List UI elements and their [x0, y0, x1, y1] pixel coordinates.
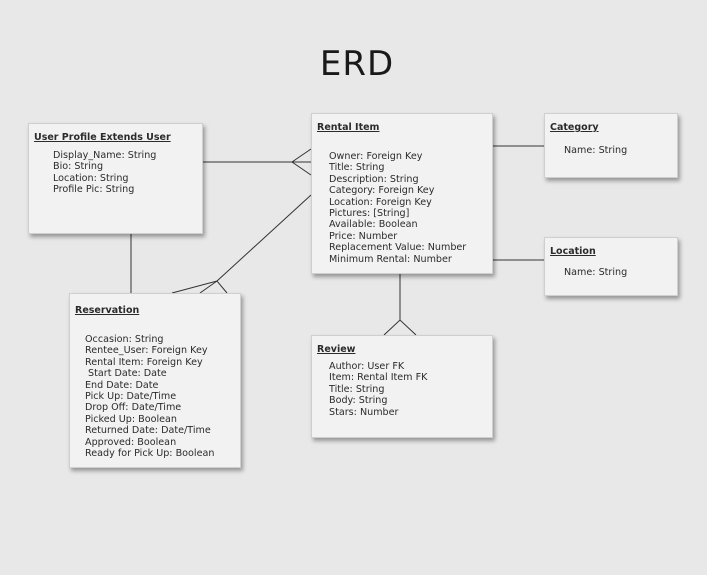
field: Location: String — [53, 172, 129, 184]
field: Bio: String — [53, 161, 104, 173]
entity-category[interactable]: Category Name: String — [544, 113, 678, 178]
entity-user-profile[interactable]: User Profile Extends User Display_Name: … — [28, 123, 203, 234]
entity-name: Category — [550, 122, 599, 133]
entity-name: User Profile Extends User — [34, 132, 171, 143]
field: Available: Boolean — [329, 219, 418, 231]
field: Display_Name: String — [53, 150, 157, 161]
diagram-title: ERD — [319, 44, 395, 84]
field: Title: String — [329, 162, 385, 174]
field-list: Display_Name: String Bio: String Locatio… — [53, 150, 156, 196]
field: Description: String — [329, 173, 419, 185]
field: Item: Rental Item FK — [329, 372, 428, 384]
field-list: Author: User FK Item: Rental Item FK Tit… — [329, 361, 427, 418]
field: Pictures: [String] — [329, 208, 410, 220]
field: Stars: Number — [329, 406, 399, 418]
field-list: Name: String — [564, 145, 627, 156]
field: Approved: Boolean — [85, 436, 177, 448]
field: Returned Date: Date/Time — [85, 425, 211, 437]
entity-name: Rental Item — [317, 122, 380, 133]
field: Occasion: String — [85, 334, 164, 345]
rel-rentalitem-reservation — [216, 194, 312, 282]
field: Name: String — [564, 145, 628, 156]
entity-name: Review — [317, 344, 356, 355]
field: Minimum Rental: Number — [329, 253, 452, 265]
field: Start Date: Date — [85, 368, 167, 380]
entity-name: Reservation — [75, 305, 140, 316]
field: Author: User FK — [329, 361, 405, 372]
field: Rental Item: Foreign Key — [85, 356, 203, 368]
crowfoot-rentalitem-owner — [291, 148, 312, 176]
crowfoot-reservation — [199, 280, 228, 294]
field: Category: Foreign Key — [329, 185, 435, 197]
field: Title: String — [329, 383, 385, 395]
entity-review[interactable]: Review Author: User FK Item: Rental Item… — [311, 335, 493, 438]
field: Owner: Foreign Key — [329, 151, 423, 162]
field: Location: Foreign Key — [329, 196, 432, 208]
entity-rental-item[interactable]: Rental Item Owner: Foreign Key Title: St… — [311, 113, 493, 274]
entity-location[interactable]: Location Name: String — [544, 237, 678, 296]
field: Name: String — [564, 267, 628, 278]
field: Body: String — [329, 395, 388, 407]
field: Replacement Value: Number — [329, 242, 467, 254]
field: End Date: Date — [85, 379, 159, 391]
entity-name: Location — [550, 246, 596, 257]
field: Rentee_User: Foreign Key — [85, 345, 208, 357]
entity-reservation[interactable]: Reservation Occasion: String Rentee_User… — [69, 293, 241, 468]
field-list: Occasion: String Rentee_User: Foreign Ke… — [85, 334, 214, 459]
field-list: Owner: Foreign Key Title: String Descrip… — [329, 151, 466, 265]
field: Pick Up: Date/Time — [85, 391, 177, 403]
field: Picked Up: Boolean — [85, 413, 178, 425]
field-list: Name: String — [564, 267, 627, 278]
field: Ready for Pick Up: Boolean — [85, 448, 215, 460]
crowfoot-review — [383, 319, 417, 336]
field: Drop Off: Date/Time — [85, 402, 182, 414]
field: Profile Pic: String — [53, 184, 135, 196]
field: Price: Number — [329, 230, 398, 242]
